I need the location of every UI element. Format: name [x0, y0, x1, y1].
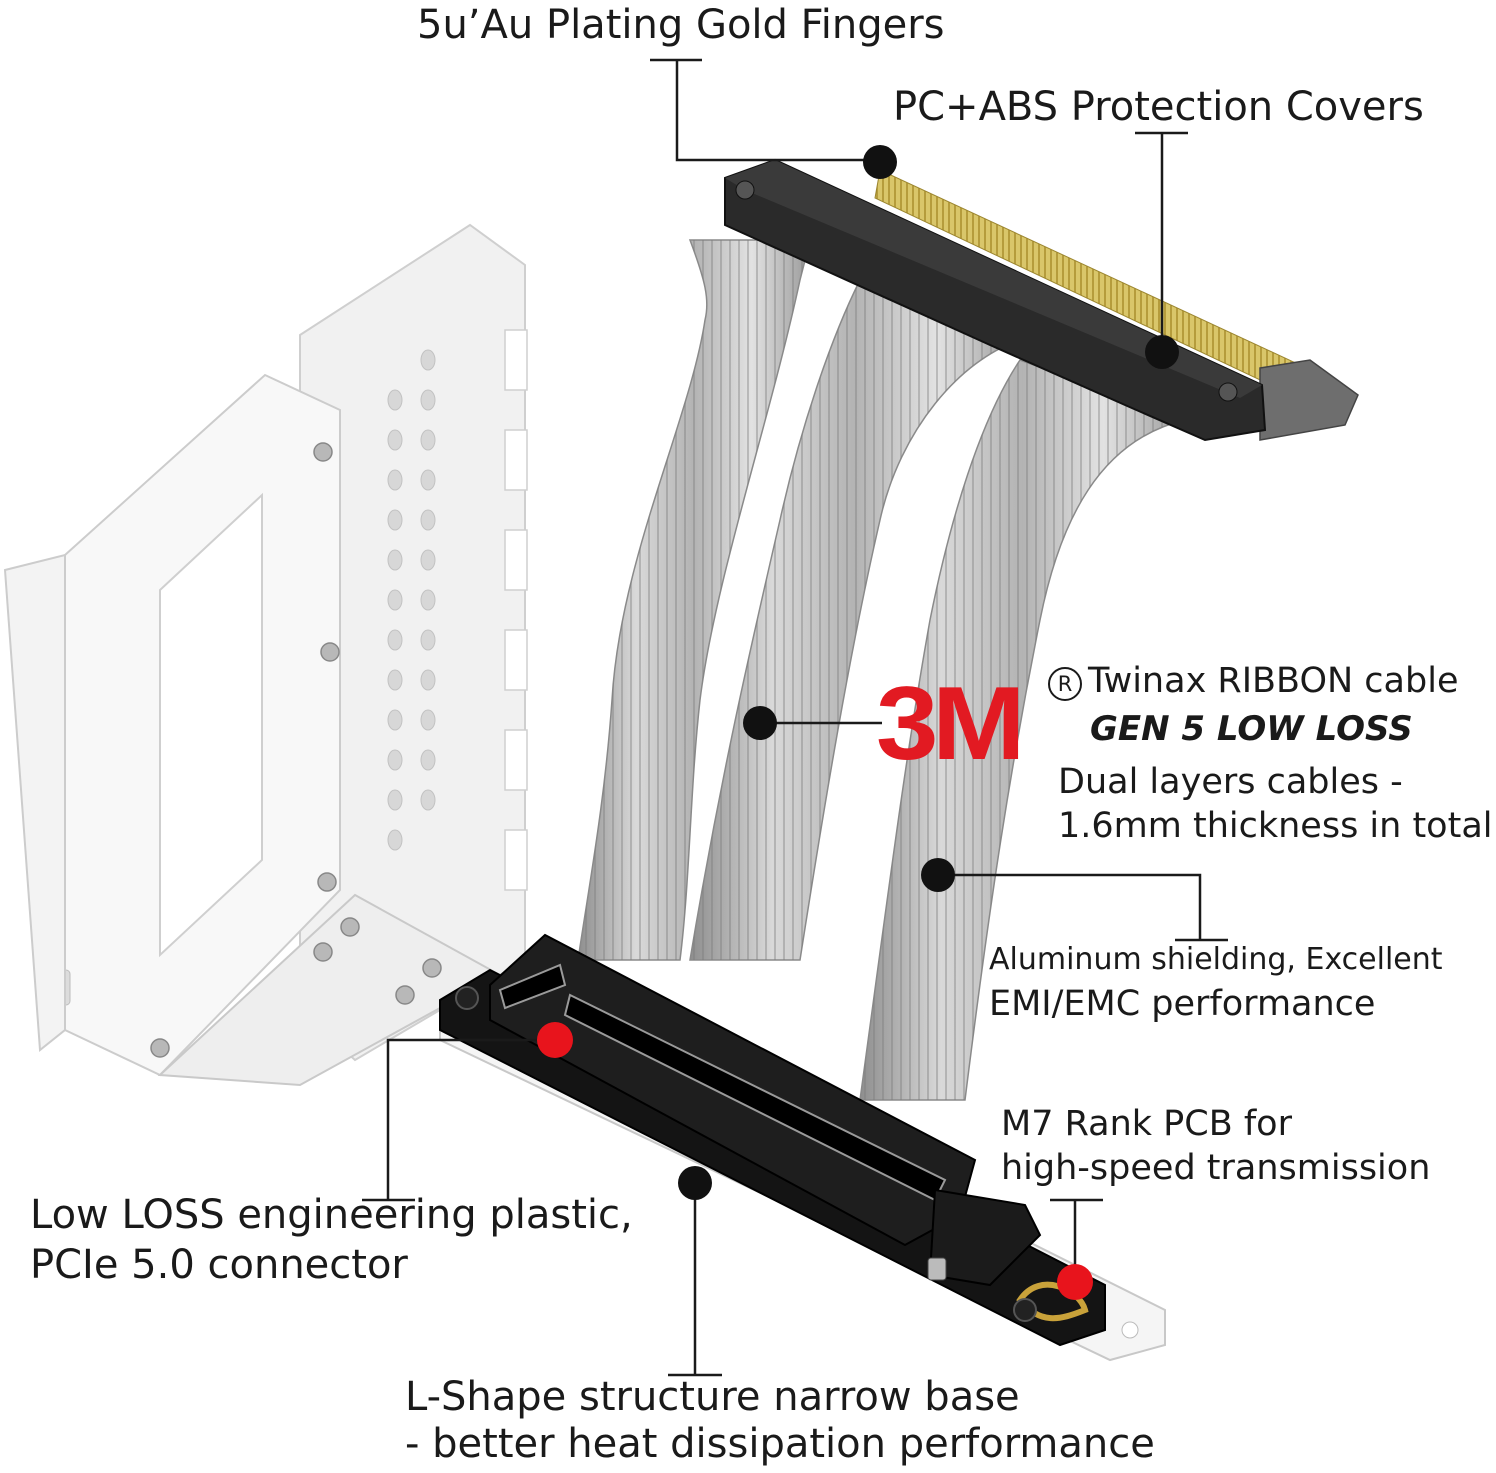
leader-plastic [386, 1038, 555, 1200]
registered-mark: R [1048, 667, 1082, 701]
callout-dual-layers-line1: Dual layers cables - [1058, 762, 1403, 802]
marker-covers [1145, 335, 1179, 369]
marker-plastic [537, 1022, 573, 1058]
marker-lshape [678, 1166, 712, 1200]
callout-dual-layers-line2: 1.6mm thickness in total [1058, 806, 1493, 846]
white-bracket [3, 223, 528, 1087]
callout-protection-covers: PC+ABS Protection Covers [893, 84, 1424, 130]
callout-pcb-line2: high-speed transmission [1001, 1148, 1431, 1188]
leader-gold-fingers [675, 60, 878, 162]
callout-aluminum-line1: Aluminum shielding, Excellent [989, 942, 1443, 977]
callout-twinax: Twinax RIBBON cable [1088, 661, 1459, 701]
callout-gold-fingers: 5u’Au Plating Gold Fingers [417, 2, 945, 48]
callout-lshape-line2: - better heat dissipation performance [405, 1421, 1155, 1467]
marker-twinax [743, 706, 777, 740]
bottom-pcie-slot [439, 933, 1166, 1362]
marker-aluminum [921, 858, 955, 892]
callout-aluminum-line2: EMI/EMC performance [989, 984, 1376, 1024]
marker-gold-fingers [863, 145, 897, 179]
marker-pcb [1057, 1264, 1093, 1300]
callout-lshape-line1: L-Shape structure narrow base [405, 1374, 1020, 1420]
callout-plastic-line2: PCIe 5.0 connector [30, 1242, 408, 1288]
3m-logo: 3M [876, 666, 1026, 782]
callout-gen5: GEN 5 LOW LOSS [1090, 709, 1413, 749]
ribbon-cables [577, 239, 1188, 1101]
leader-aluminum [938, 873, 1202, 940]
callout-pcb-line1: M7 Rank PCB for [1001, 1104, 1292, 1144]
callout-markers [537, 145, 1179, 1300]
callout-plastic-line1: Low LOSS engineering plastic, [30, 1192, 633, 1238]
leader-lines [362, 58, 1228, 1377]
top-pcie-connector [724, 158, 1359, 442]
